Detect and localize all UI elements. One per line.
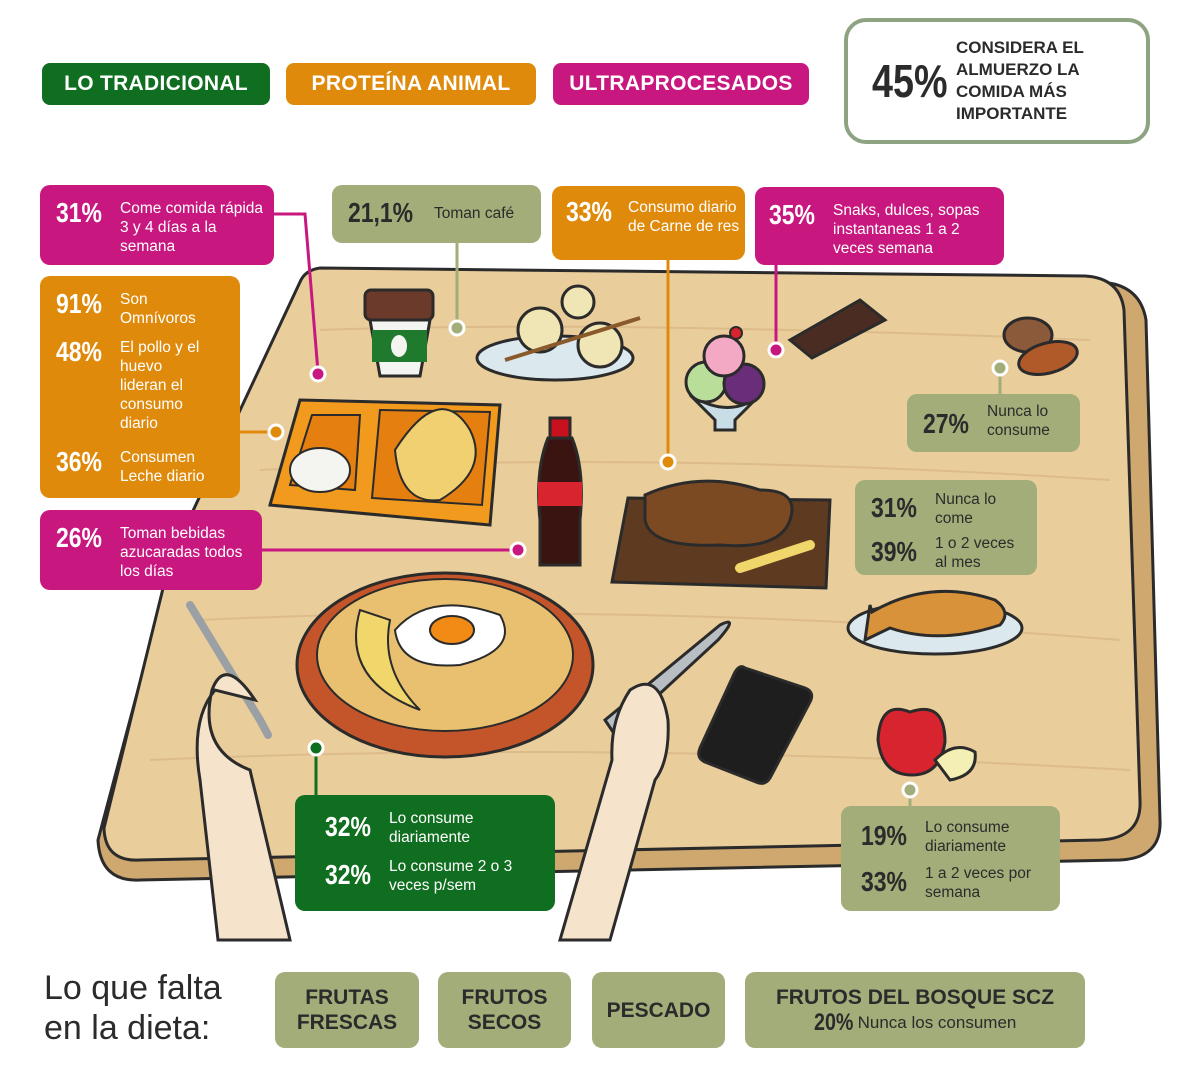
nuts-percent: 27% bbox=[923, 408, 969, 439]
fish-plate-icon bbox=[846, 589, 1024, 656]
card-beef: 33% Consumo diario de Carne de res bbox=[552, 186, 745, 260]
omnivore-percent: 91% bbox=[56, 288, 102, 319]
nuts-icon bbox=[1002, 316, 1079, 376]
ice-cream-icon bbox=[684, 326, 766, 432]
card-omnivore: 91% Son Omnívoros 48% El pollo y el huevo … bbox=[40, 276, 240, 498]
fish-month-text: 1 o 2 veces al mes bbox=[935, 535, 1015, 571]
chicken-egg-percent: 48% bbox=[56, 336, 102, 367]
fish-month-percent: 39% bbox=[871, 536, 917, 567]
apple-icon bbox=[876, 707, 977, 782]
card-sugary-drinks: 26% Toman bebidas azucaradas todos los dí… bbox=[40, 510, 262, 590]
card-rice: 32% Lo consume diariamente 32% Lo consume … bbox=[295, 795, 555, 911]
phone-icon bbox=[697, 665, 814, 785]
highlight-percent: 45% bbox=[872, 55, 948, 107]
steak-board-icon bbox=[610, 479, 832, 590]
missing-title: Lo que falta en la dieta: bbox=[44, 969, 222, 1047]
sugary-drinks-percent: 26% bbox=[56, 522, 102, 553]
card-snacks: 35% Snaks, dulces, sopas instantaneas 1 a… bbox=[755, 187, 1004, 265]
nuts-text: Nunca lo consume bbox=[987, 403, 1050, 439]
forest-fruits-text: Nunca los consumen bbox=[857, 1013, 1017, 1032]
lunch-tray-icon bbox=[268, 398, 502, 527]
missing-forest-fruits: FRUTOS DEL BOSQUE SCZ 20% Nunca los cons… bbox=[745, 972, 1085, 1048]
coffee-cup-icon bbox=[363, 288, 435, 378]
beef-text: Consumo diario de Carne de res bbox=[628, 199, 740, 235]
chicken-egg-text: El pollo y el huevo lideran el consumo d… bbox=[120, 339, 200, 432]
highlight-text: CONSIDERA EL ALMUERZO LA COMIDA MÁS IMPO… bbox=[956, 38, 1084, 123]
rice-week-percent: 32% bbox=[325, 859, 371, 890]
milk-text: Consumen Leche diario bbox=[120, 449, 205, 485]
soda-bottle-icon bbox=[537, 416, 583, 567]
legend-animal-protein: PROTEÍNA ANIMAL bbox=[286, 63, 536, 105]
legend-ultraprocessed: ULTRAPROCESADOS bbox=[553, 63, 809, 105]
fast-food-percent: 31% bbox=[56, 197, 102, 228]
fish-never-text: Nunca lo come bbox=[935, 491, 997, 527]
fruit-daily-text: Lo consume diariamente bbox=[925, 819, 1010, 855]
forest-fruits-percent: 20% bbox=[813, 1008, 854, 1036]
coffee-text: Toman café bbox=[434, 204, 515, 222]
rice-week-text: Lo consume 2 o 3 veces p/sem bbox=[389, 858, 513, 894]
card-fish: 31% Nunca lo come 39% 1 o 2 veces al mes bbox=[855, 480, 1037, 575]
fruit-week-text: 1 a 2 veces por semana bbox=[925, 865, 1031, 901]
skewer-plate-icon bbox=[475, 284, 641, 382]
fast-food-text: Come comida rápida 3 y 4 días a la seman… bbox=[120, 200, 264, 255]
beef-percent: 33% bbox=[566, 196, 612, 227]
omnivore-text: Son Omnívoros bbox=[120, 291, 196, 327]
card-fruit: 19% Lo consume diariamente 33% 1 a 2 veces… bbox=[841, 806, 1060, 911]
chocolate-icon bbox=[787, 298, 888, 360]
rice-dish-icon bbox=[295, 571, 595, 759]
hand-with-fork-icon bbox=[186, 601, 292, 942]
rice-daily-percent: 32% bbox=[325, 811, 371, 842]
milk-percent: 36% bbox=[56, 446, 102, 477]
legend-traditional: LO TRADICIONAL bbox=[42, 63, 270, 105]
highlight-box: 45% CONSIDERA EL ALMUERZO LA COMIDA MÁS … bbox=[844, 18, 1150, 144]
fruit-week-percent: 33% bbox=[861, 866, 907, 897]
missing-fish: PESCADO bbox=[592, 972, 725, 1048]
missing-nuts: FRUTOS SECOS bbox=[438, 972, 571, 1048]
hand-with-knife-icon bbox=[558, 620, 731, 942]
fish-never-percent: 31% bbox=[871, 492, 917, 523]
card-fast-food: 31% Come comida rápida 3 y 4 días a la se… bbox=[40, 185, 274, 265]
card-nuts: 27% Nunca lo consume bbox=[907, 394, 1080, 452]
snacks-text: Snaks, dulces, sopas instantaneas 1 a 2 … bbox=[833, 202, 980, 257]
coffee-percent: 21,1% bbox=[348, 197, 414, 228]
snacks-percent: 35% bbox=[769, 199, 815, 230]
fruit-daily-percent: 19% bbox=[861, 820, 907, 851]
missing-fresh-fruit: FRUTAS FRESCAS bbox=[275, 972, 419, 1048]
rice-daily-text: Lo consume diariamente bbox=[389, 810, 474, 846]
sugary-drinks-text: Toman bebidas azucaradas todos los días bbox=[120, 525, 243, 580]
card-coffee: 21,1% Toman café bbox=[332, 185, 541, 243]
